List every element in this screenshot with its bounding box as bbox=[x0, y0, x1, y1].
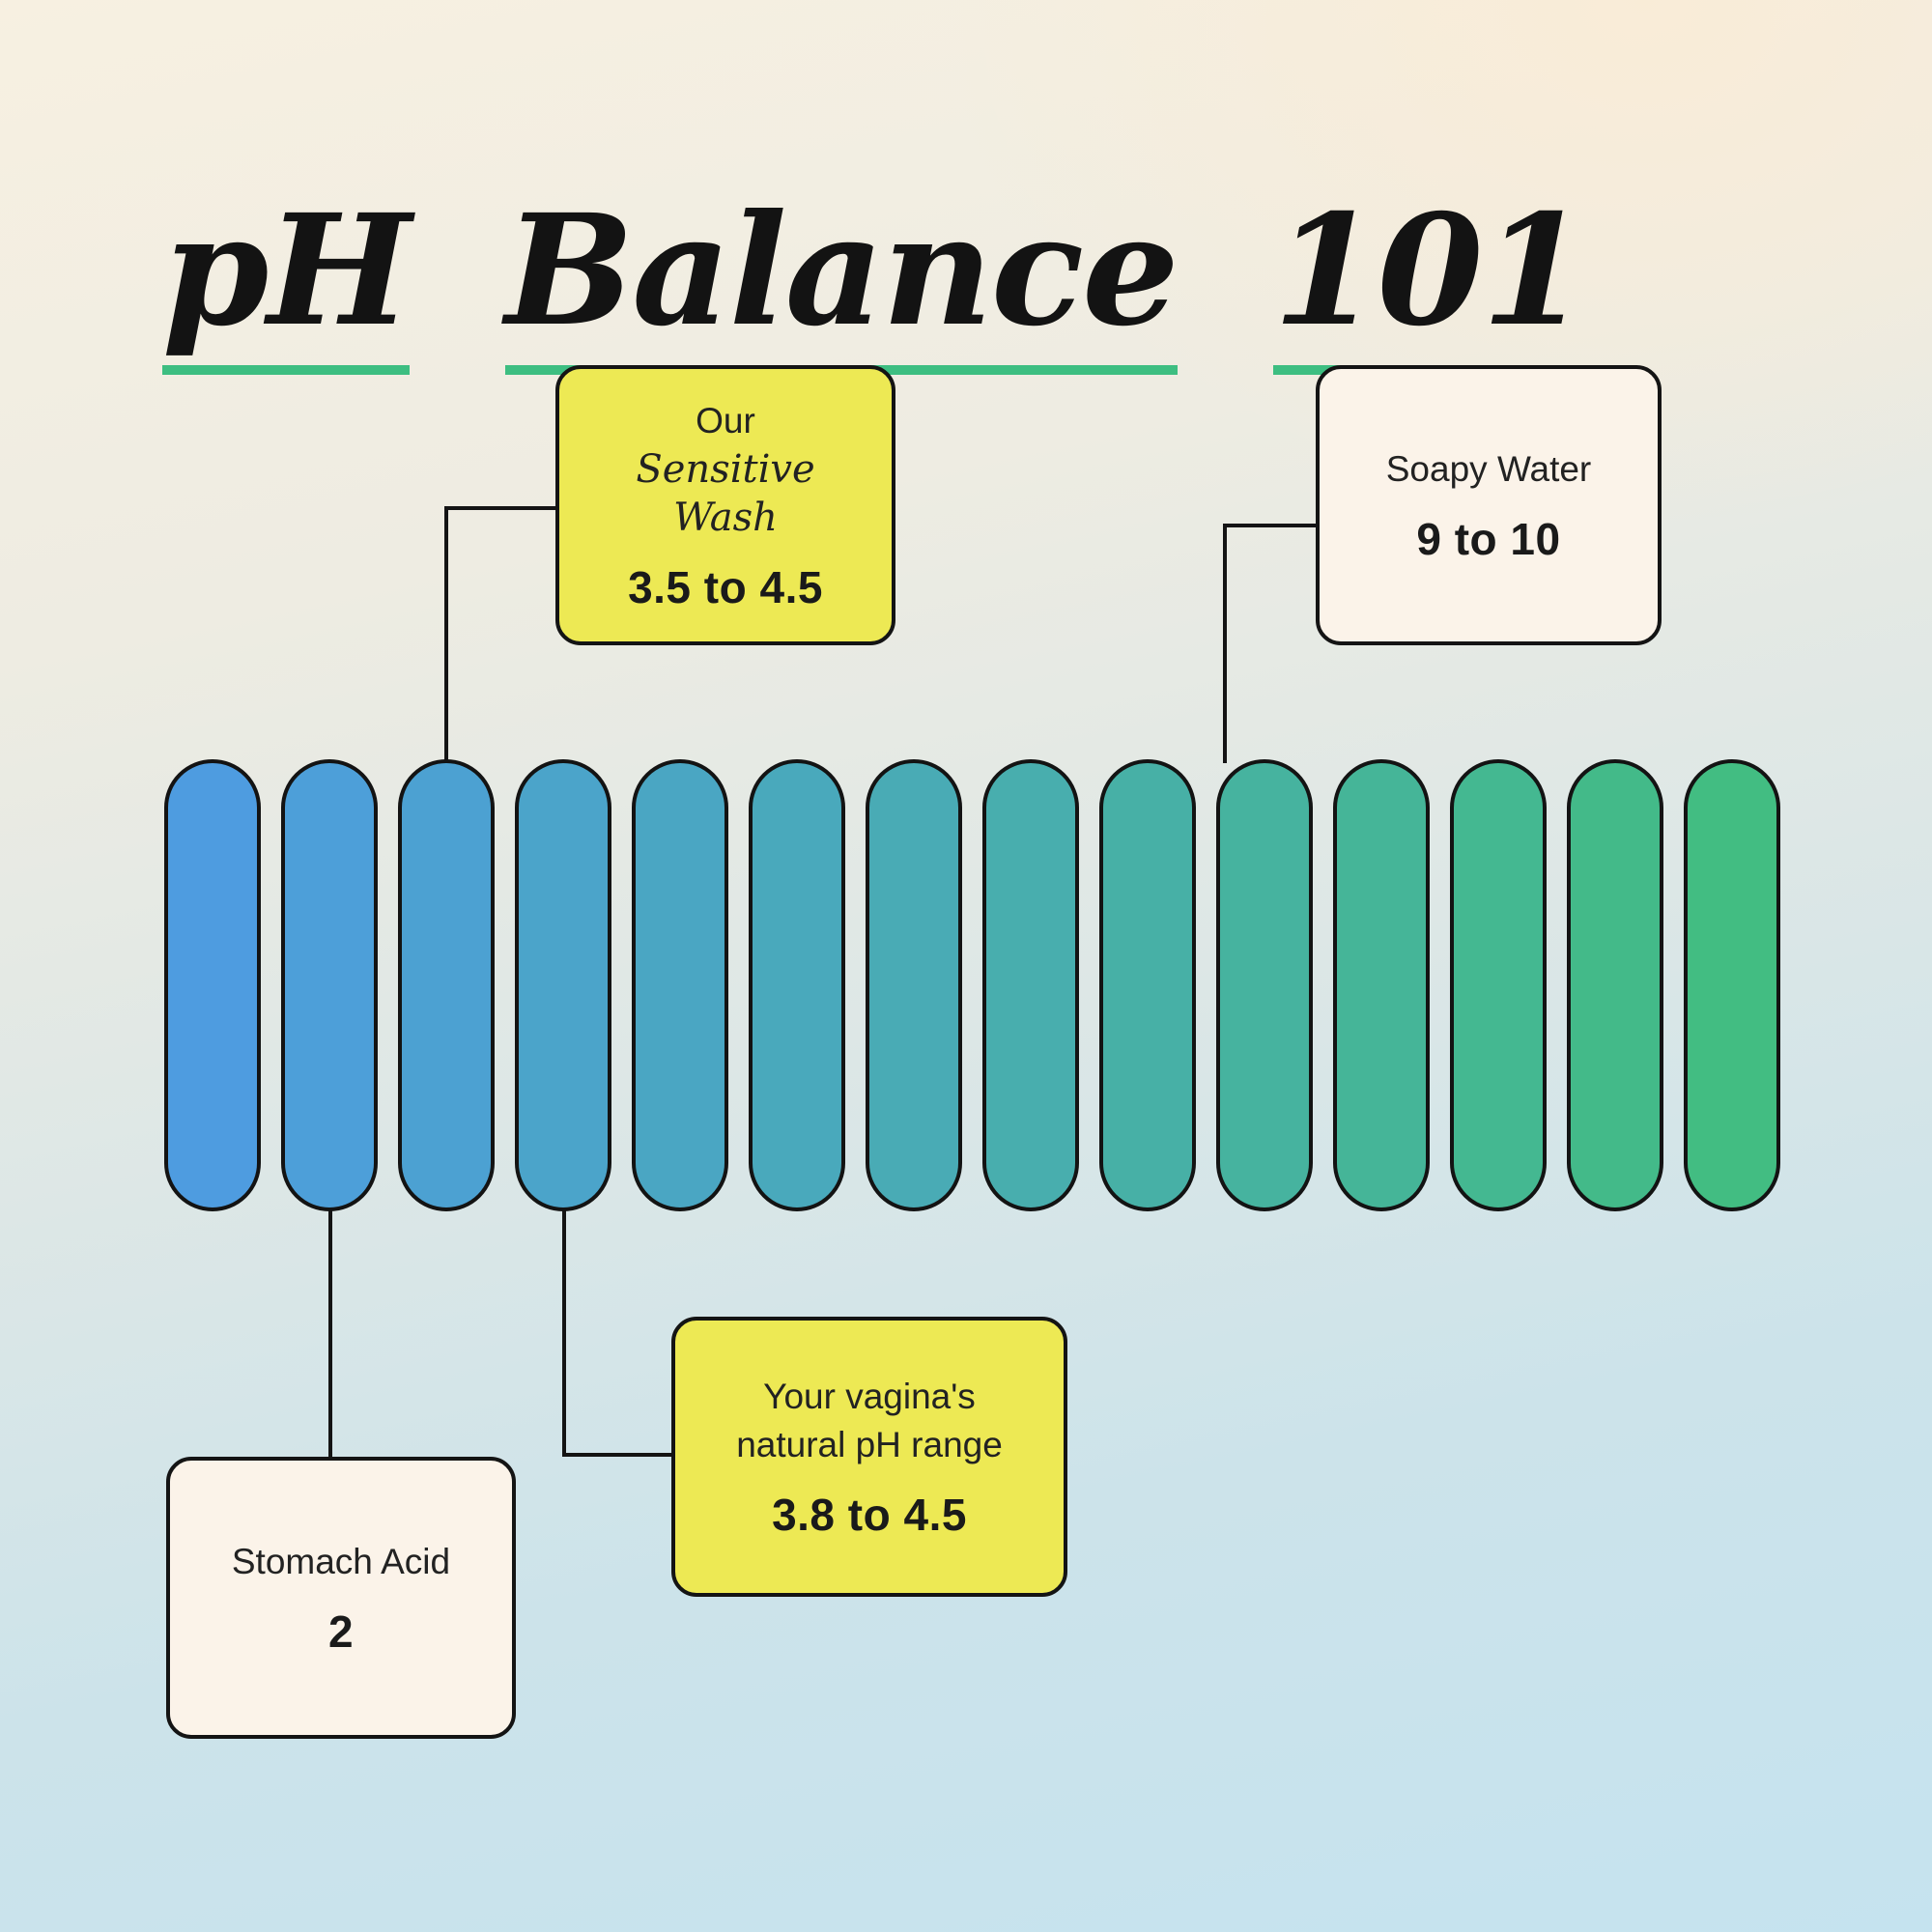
ph-pill-11 bbox=[1333, 759, 1430, 1211]
callout-natural-range: Your vagina's natural pH range 3.8 to 4.… bbox=[671, 1317, 1067, 1597]
title-word-101: 101 bbox=[1272, 190, 1588, 375]
ph-pill-1 bbox=[164, 759, 261, 1211]
sensitive-wash-intro: Our bbox=[696, 401, 755, 441]
ph-pill-8 bbox=[982, 759, 1079, 1211]
natural-range-label-line1: Your vagina's bbox=[763, 1377, 976, 1417]
natural-range-label-line2: natural pH range bbox=[736, 1425, 1003, 1464]
ph-pill-14 bbox=[1684, 759, 1780, 1211]
connector-natural-range-vertical bbox=[562, 1209, 566, 1457]
ph-pill-10 bbox=[1216, 759, 1313, 1211]
ph-scale bbox=[164, 759, 1780, 1211]
ph-pill-2 bbox=[281, 759, 378, 1211]
natural-range-value: 3.8 to 4.5 bbox=[772, 1489, 967, 1540]
stomach-acid-label: Stomach Acid bbox=[231, 1542, 451, 1582]
title-word-balance: Balance bbox=[504, 190, 1179, 375]
callout-soapy-water: Soapy Water 9 to 10 bbox=[1316, 365, 1662, 645]
soapy-water-value: 9 to 10 bbox=[1416, 513, 1561, 564]
sensitive-wash-name-line1: Sensitive bbox=[636, 446, 815, 492]
callout-sensitive-wash: Our Sensitive Wash 3.5 to 4.5 bbox=[555, 365, 895, 645]
connector-sensitive-wash-vertical bbox=[444, 506, 448, 763]
ph-pill-4 bbox=[515, 759, 611, 1211]
callout-stomach-acid: Stomach Acid 2 bbox=[166, 1457, 516, 1739]
soapy-water-label: Soapy Water bbox=[1385, 449, 1592, 490]
ph-pill-6 bbox=[749, 759, 845, 1211]
sensitive-wash-name-line2: Wash bbox=[673, 495, 778, 540]
page-title: pH Balance 101 bbox=[162, 190, 1588, 375]
stomach-acid-value: 2 bbox=[327, 1605, 355, 1657]
ph-pill-3 bbox=[398, 759, 495, 1211]
connector-soapy-water-vertical bbox=[1223, 524, 1227, 763]
ph-pill-12 bbox=[1450, 759, 1547, 1211]
ph-pill-9 bbox=[1099, 759, 1196, 1211]
ph-pill-5 bbox=[632, 759, 728, 1211]
connector-stomach-acid-vertical bbox=[328, 1209, 332, 1461]
connector-natural-range-horizontal bbox=[562, 1453, 675, 1457]
ph-pill-13 bbox=[1567, 759, 1663, 1211]
connector-soapy-water-horizontal bbox=[1223, 524, 1320, 527]
title-word-ph: pH bbox=[162, 190, 412, 375]
ph-pill-7 bbox=[866, 759, 962, 1211]
connector-sensitive-wash-horizontal bbox=[444, 506, 560, 510]
sensitive-wash-value: 3.5 to 4.5 bbox=[628, 561, 823, 612]
